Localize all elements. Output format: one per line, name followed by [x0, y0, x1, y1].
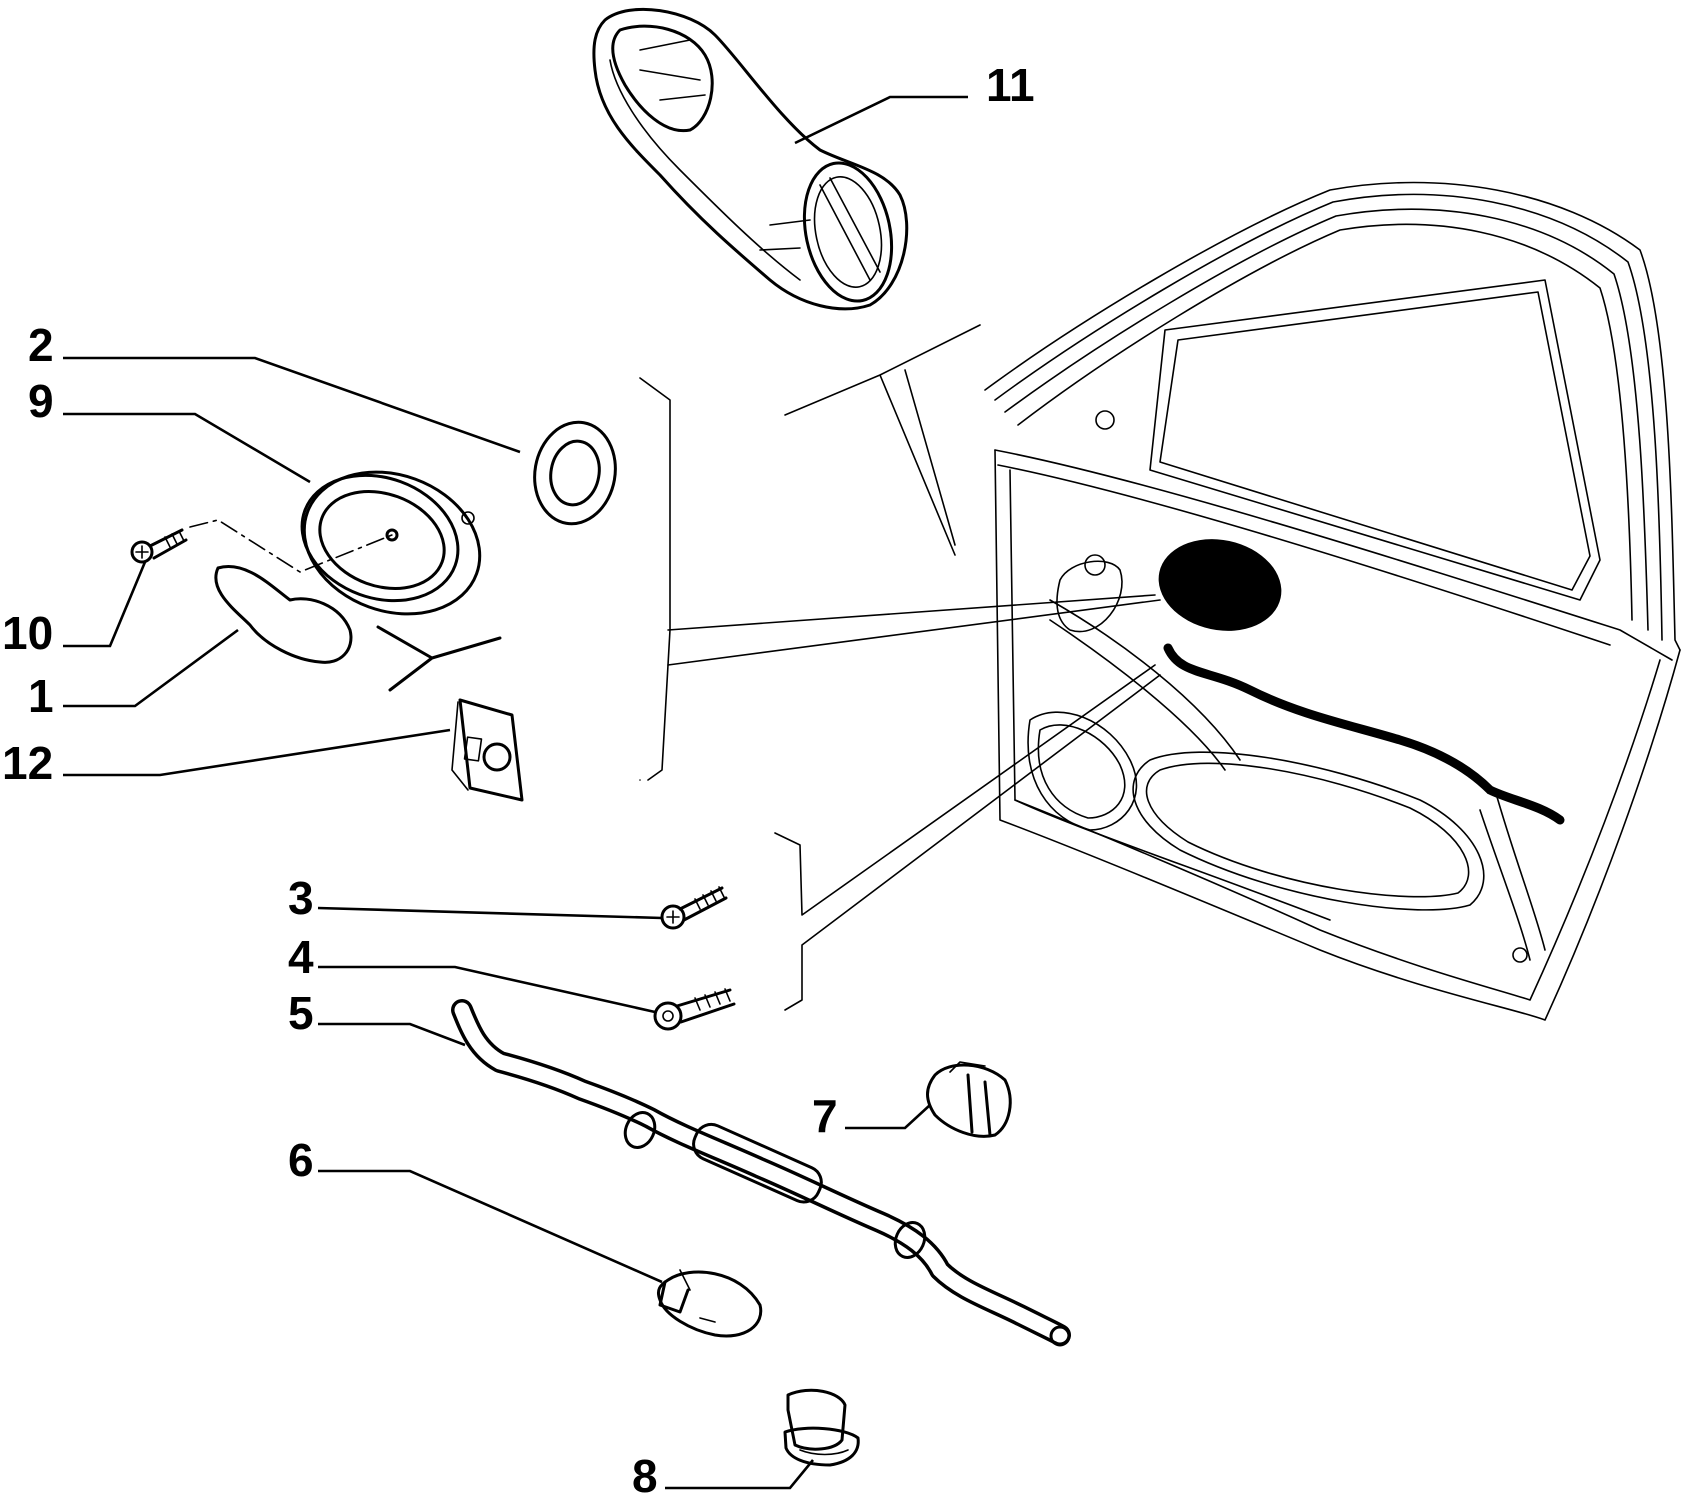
part-6-clip	[656, 1269, 763, 1338]
part-8-grommet	[783, 1388, 860, 1467]
callout-2: 2	[28, 319, 54, 371]
part-5-wiring-harness	[451, 999, 1071, 1347]
callout-9: 9	[28, 375, 54, 427]
part-1-foam-seal	[214, 565, 353, 664]
callout-6: 6	[288, 1134, 314, 1186]
callout-1: 1	[28, 670, 54, 722]
callout-5: 5	[288, 987, 314, 1039]
part-3-screw	[660, 886, 728, 930]
part-10-screw	[130, 528, 188, 564]
callout-8: 8	[632, 1450, 658, 1502]
part-2-gasket-ring	[533, 420, 617, 526]
callout-7: 7	[812, 1090, 838, 1142]
leader-lines	[63, 95, 968, 1490]
door-panel	[984, 181, 1681, 1021]
part-4-screw	[653, 988, 736, 1031]
part-12-switch-plate	[451, 698, 524, 802]
callout-12: 12	[2, 737, 54, 789]
callout-11: 11	[986, 59, 1035, 111]
door-wiring-harness	[1163, 643, 1565, 825]
callout-3: 3	[288, 872, 314, 924]
speaker-opening	[1158, 539, 1282, 631]
callout-10: 10	[2, 607, 54, 659]
part-11-speaker-bracket	[592, 7, 909, 311]
part-7-clip	[926, 1061, 1012, 1138]
callout-4: 4	[288, 931, 314, 983]
part-9-speaker	[300, 470, 482, 616]
